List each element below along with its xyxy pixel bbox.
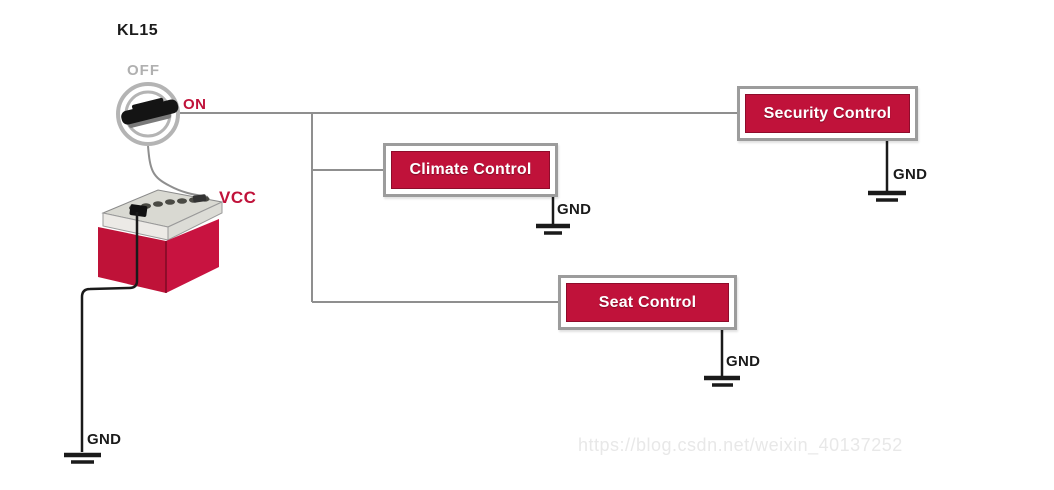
gnd-label-seat: GND <box>726 353 761 370</box>
gnd-symbol-climate <box>536 197 570 235</box>
module-security-control: Security Control <box>737 86 918 141</box>
battery-vcc-label: VCC <box>219 188 257 207</box>
switch-title: KL15 <box>117 22 159 39</box>
gnd-label-security: GND <box>893 166 928 183</box>
module-seat-control: Seat Control <box>558 275 737 330</box>
module-seat-label: Seat Control <box>566 283 729 322</box>
module-climate-control: Climate Control <box>383 143 558 197</box>
battery-positive-terminal <box>192 194 207 203</box>
gnd-symbol-battery <box>64 212 139 464</box>
battery-body-right-face <box>166 219 219 293</box>
switch-on-label: ON <box>183 96 207 113</box>
ground-wires <box>64 141 906 464</box>
ignition-switch-icon <box>116 82 180 146</box>
switch-key-handle <box>121 97 179 128</box>
power-wires <box>147 112 737 303</box>
battery-icon <box>98 189 224 293</box>
gnd-symbol-security <box>868 141 906 202</box>
gnd-symbol-seat <box>704 330 740 387</box>
watermark-text: https://blog.csdn.net/weixin_40137252 <box>578 435 903 455</box>
wire-switch-to-battery <box>147 145 209 198</box>
gnd-label-climate: GND <box>557 201 592 218</box>
gnd-label-battery: GND <box>87 431 122 448</box>
module-climate-label: Climate Control <box>391 151 550 189</box>
battery-lid-side <box>167 201 223 241</box>
module-security-label: Security Control <box>745 94 910 133</box>
battery-body-left-face <box>98 227 166 293</box>
switch-off-label: OFF <box>127 62 160 79</box>
battery-negative-terminal <box>129 204 148 217</box>
